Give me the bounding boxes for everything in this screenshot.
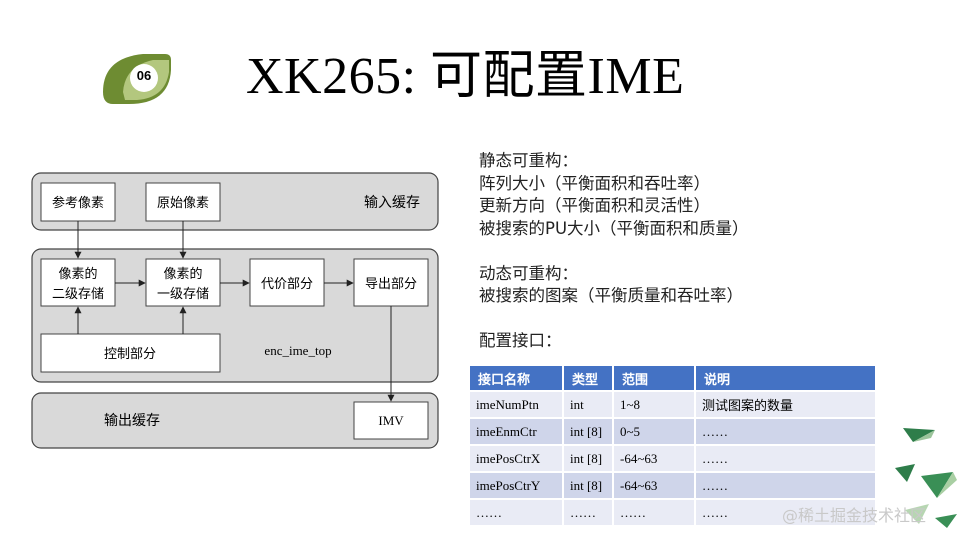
section-number: 06 <box>136 68 152 83</box>
page-title: XK265: 可配置IME <box>246 48 685 105</box>
table-cell: -64~63 <box>614 446 694 471</box>
table-cell: -64~63 <box>614 473 694 498</box>
orig-pixels-label: 原始像素 <box>157 196 209 211</box>
input-buffer-group <box>31 172 439 231</box>
table-cell: …… <box>696 419 875 444</box>
output-buffer-label: 输出缓存 <box>104 413 160 429</box>
imv-label: IMV <box>378 413 404 428</box>
reconfig-notes: 静态可重构： 阵列大小（平衡面积和吞吐率） 更新方向（平衡面积和灵活性） 被搜索… <box>479 150 749 353</box>
pixel-l1-storage-box <box>145 258 221 307</box>
table-cell: imeEnmCtr <box>470 419 562 444</box>
badge-leaf-icon <box>103 54 171 104</box>
table-cell: imePosCtrY <box>470 473 562 498</box>
imv-box <box>353 401 429 440</box>
cost-label: 代价部分 <box>261 277 313 292</box>
static-item: 被搜索的PU大小（平衡面积和质量） <box>479 218 749 238</box>
module-name-label: enc_ime_top <box>264 343 331 358</box>
table-cell: int [8] <box>564 419 612 444</box>
table-cell: 0~5 <box>614 419 694 444</box>
control-label: 控制部分 <box>104 347 156 362</box>
header-desc: 说明 <box>696 366 875 390</box>
table-cell: int [8] <box>564 473 612 498</box>
static-item: 阵列大小（平衡面积和吞吐率） <box>479 173 710 193</box>
dynamic-title: 动态可重构： <box>479 263 578 283</box>
export-label: 导出部分 <box>365 277 417 292</box>
static-item: 更新方向（平衡面积和灵活性） <box>479 196 710 215</box>
pixel-l1-line1: 像素的 <box>163 266 202 282</box>
table-row: …… …… …… …… <box>470 500 875 525</box>
table-cell: …… <box>696 500 875 525</box>
table-cell: 1~8 <box>614 392 694 417</box>
table-cell: …… <box>696 446 875 471</box>
header-name: 接口名称 <box>470 366 562 390</box>
pixel-l2-line2: 二级存储 <box>52 287 104 302</box>
header-range: 范围 <box>614 366 694 390</box>
pixel-l2-storage-box <box>40 258 116 307</box>
table-row: imePosCtrX int [8] -64~63 …… <box>470 446 875 471</box>
table-cell: int [8] <box>564 446 612 471</box>
table-cell: …… <box>564 500 612 525</box>
output-buffer-group <box>31 392 439 449</box>
table-row: imeNumPtn int 1~8 测试图案的数量 <box>470 392 875 417</box>
cost-box <box>249 258 325 307</box>
static-title: 静态可重构： <box>479 151 578 170</box>
interface-title: 配置接口： <box>479 331 562 350</box>
table-header-row: 接口名称 类型 范围 说明 <box>470 366 875 390</box>
export-box <box>353 258 429 307</box>
table-cell: …… <box>470 500 562 525</box>
watermark: @稀土掘金技术社区 <box>782 506 927 525</box>
control-box <box>40 333 221 373</box>
header-type: 类型 <box>564 366 612 390</box>
table-cell: 测试图案的数量 <box>696 392 875 417</box>
table-cell: imePosCtrX <box>470 446 562 471</box>
config-interface-table: 接口名称 类型 范围 说明 imeNumPtn int 1~8 测试图案的数量 … <box>468 364 877 527</box>
table-cell: …… <box>614 500 694 525</box>
input-buffer-label: 输入缓存 <box>364 195 420 211</box>
ref-pixels-label: 参考像素 <box>52 195 104 211</box>
table-cell: int <box>564 392 612 417</box>
table-row: imeEnmCtr int [8] 0~5 …… <box>470 419 875 444</box>
table-cell: imeNumPtn <box>470 392 562 417</box>
decorative-triangles-icon <box>895 428 957 528</box>
table-cell: …… <box>696 473 875 498</box>
table-row: imePosCtrY int [8] -64~63 …… <box>470 473 875 498</box>
section-badge <box>103 52 171 104</box>
pixel-l2-line1: 像素的 <box>58 266 97 282</box>
dynamic-item: 被搜索的图案（平衡质量和吞吐率） <box>479 286 743 305</box>
pixel-l1-line2: 一级存储 <box>157 287 209 302</box>
